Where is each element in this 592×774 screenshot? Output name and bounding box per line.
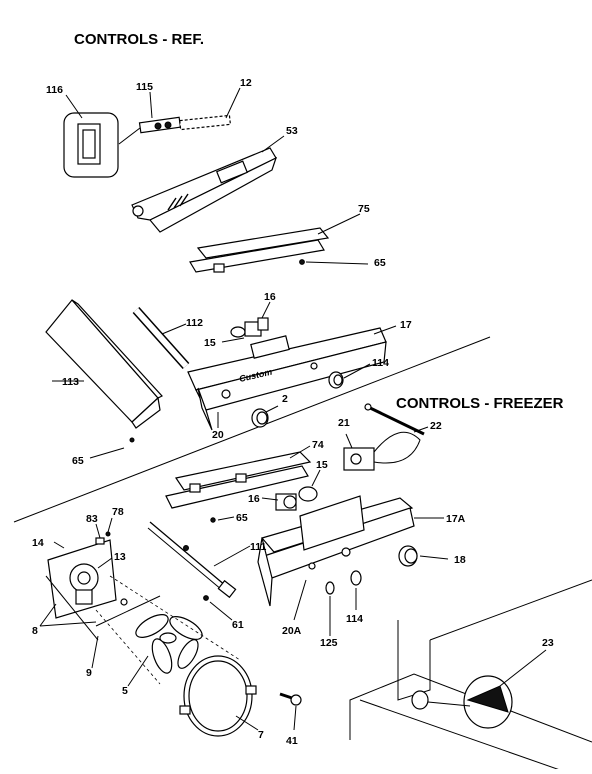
bracket-8: [45, 575, 161, 641]
control-panel-17a: [257, 495, 415, 607]
knob-114-ref: [328, 371, 344, 389]
section-divider-line: [13, 336, 491, 523]
screw-61: [203, 595, 209, 601]
callout-8: 8: [32, 625, 38, 637]
title-controls-freezer: CONTROLS - FREEZER: [396, 395, 564, 412]
callout-114-b: 114: [346, 613, 363, 625]
leader-116-part: [118, 127, 141, 145]
callout-2: 2: [282, 393, 288, 405]
callout-18: 18: [454, 554, 466, 566]
callout-14: 14: [32, 537, 44, 549]
fan-shroud-7: [179, 655, 257, 737]
callout-75: 75: [358, 203, 370, 215]
callout-83: 83: [86, 513, 98, 525]
callout-labels: 116 115 12 53 75 65 16 112 17 15 114 113…: [32, 77, 554, 747]
lamp-holder-ref: [250, 335, 290, 359]
screw-65-ref2: [129, 437, 135, 443]
callout-21: 21: [338, 417, 350, 429]
lamp-socket-ref: [230, 317, 269, 338]
callout-74: 74: [312, 439, 324, 451]
callout-17a: 17A: [446, 513, 466, 525]
thermostat-21: [343, 431, 421, 471]
bracket-74: [165, 451, 312, 509]
knob-2: [251, 408, 269, 428]
callout-78: 78: [112, 506, 124, 518]
callout-116: 116: [46, 84, 63, 96]
knob-114-freezer: [350, 570, 362, 586]
part-125: [325, 581, 335, 595]
callout-13: 13: [114, 551, 126, 563]
callout-61: 61: [232, 619, 244, 631]
callout-22: 22: [430, 420, 442, 432]
callout-20a: 20A: [282, 625, 302, 637]
callout-12: 12: [240, 77, 252, 89]
callout-15-a: 15: [204, 337, 216, 349]
fan-motor-13: [47, 539, 117, 619]
control-panel-17: Custom: [187, 327, 387, 431]
callout-114-a: 114: [372, 357, 389, 369]
fan-blade-5: [135, 614, 203, 674]
callout-113: 113: [62, 376, 79, 388]
callout-65-c: 65: [236, 512, 248, 524]
control-shaft-115: [138, 114, 232, 134]
callout-111: 111: [250, 541, 267, 553]
lamp-freezer: [275, 486, 318, 511]
assembly-guide-lines: [95, 575, 241, 685]
screw-65-freezer: [210, 517, 216, 523]
tube-112: [132, 307, 190, 369]
callout-115: 115: [136, 81, 153, 93]
channel-113: [45, 299, 163, 429]
inset-23: [349, 579, 592, 771]
harness-111: [147, 521, 237, 599]
callout-125: 125: [320, 637, 338, 649]
callout-53: 53: [286, 125, 298, 137]
callout-41: 41: [286, 735, 298, 747]
callout-23: 23: [542, 637, 554, 649]
callout-112: 112: [186, 317, 203, 329]
callout-16-b: 16: [248, 493, 260, 505]
callout-7: 7: [258, 729, 264, 741]
title-controls-ref: CONTROLS - REF.: [74, 31, 204, 48]
callout-9: 9: [86, 667, 92, 679]
screw-65-ref: [299, 259, 305, 265]
callout-15-b: 15: [316, 459, 328, 471]
callout-65-b: 65: [72, 455, 84, 467]
screw-41: [279, 692, 302, 706]
control-housing-53: [131, 147, 278, 233]
callout-17: 17: [400, 319, 412, 331]
knob-plate-116: [63, 112, 119, 178]
callout-16-a: 16: [264, 291, 276, 303]
knob-18: [398, 545, 418, 567]
leader-lines: [39, 87, 547, 731]
callout-65-a: 65: [374, 257, 386, 269]
capillary-22: [364, 403, 425, 436]
callout-5: 5: [122, 685, 128, 697]
bracket-75: [189, 227, 330, 273]
callout-20: 20: [212, 429, 224, 441]
